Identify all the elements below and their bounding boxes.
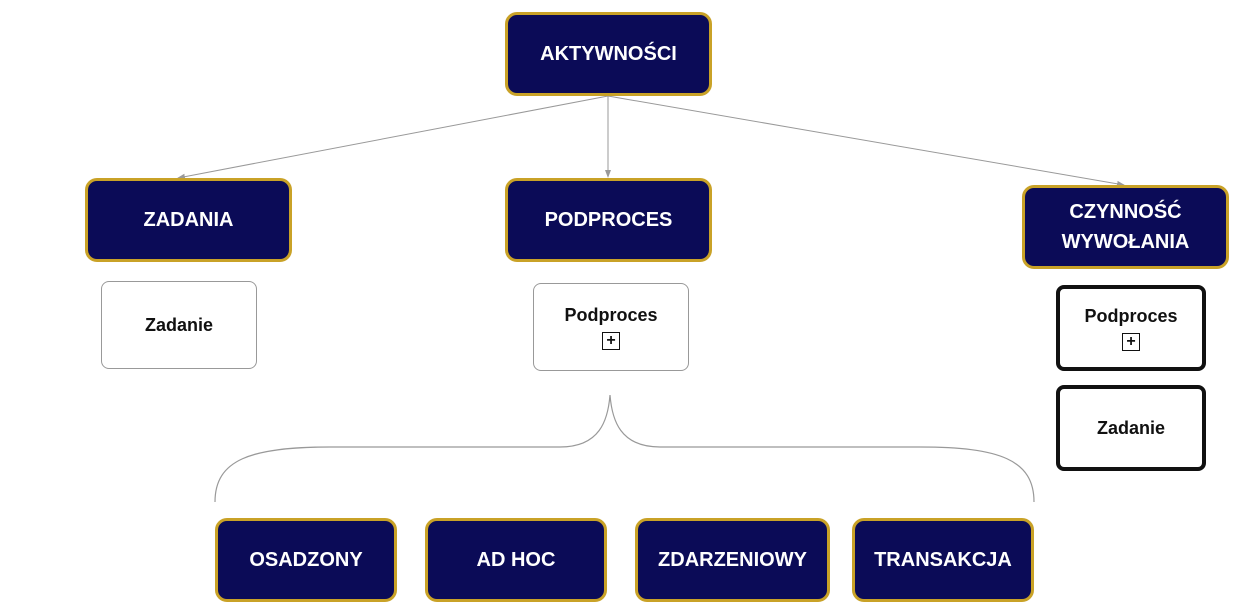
example-label: Podproces [1084,305,1178,326]
category-zadania: ZADANIA [85,178,292,262]
type-transakcja: TRANSAKCJA [852,518,1034,602]
brace [214,394,1035,503]
arrow-to-zadania [177,95,609,180]
example-label: Zadanie [1096,417,1166,438]
example-label: Podproces [564,304,658,325]
type-ad-hoc: AD HOC [425,518,607,602]
arrow-to-czynnosc [607,95,1125,187]
type-zdarzeniowy: ZDARZENIOWY [635,518,830,602]
category-podproces: PODPROCES [505,178,712,262]
plus-icon: + [602,331,620,350]
example-podproces: Podproces + [533,283,689,371]
type-osadzony: OSADZONY [215,518,397,602]
root-node: AKTYWNOŚCI [505,12,712,96]
example-label: Zadanie [144,314,214,335]
category-czynnosc-wywolania: CZYNNOŚĆ WYWOŁANIA [1022,185,1229,269]
plus-icon: + [1122,332,1140,351]
example-zadanie: Zadanie [101,281,257,369]
example-call-podproces: Podproces + [1056,285,1206,371]
example-call-zadanie: Zadanie [1056,385,1206,471]
